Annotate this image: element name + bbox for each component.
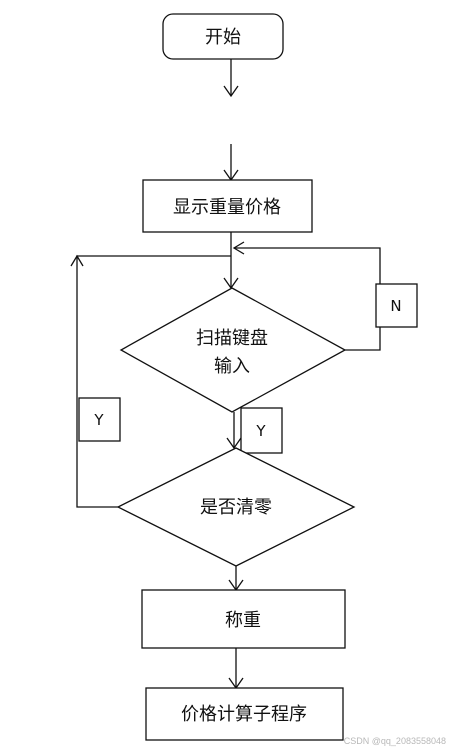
arrow-to-weigh — [228, 566, 244, 592]
is-zero-decision: 是否清零 — [116, 447, 356, 567]
is-zero-label: 是否清零 — [200, 497, 272, 518]
arrow-to-zero-check — [226, 412, 242, 450]
yes-loop-connector — [70, 254, 231, 508]
display-weight-price-label: 显示重量价格 — [173, 197, 281, 218]
label-y-scan-box: Y — [240, 407, 283, 454]
weigh-label: 称重 — [225, 610, 261, 631]
label-y-scan: Y — [255, 422, 266, 440]
start-node: 开始 — [162, 13, 284, 60]
weigh-node: 称重 — [141, 589, 346, 649]
arrow-to-scan — [223, 232, 239, 290]
price-calc-label: 价格计算子程序 — [181, 704, 307, 725]
label-y-zero: Y — [93, 411, 104, 429]
label-n-box: N — [375, 283, 418, 328]
label-n: N — [390, 297, 401, 315]
start-label: 开始 — [205, 27, 241, 48]
arrow-to-price-calc — [228, 648, 244, 690]
arrow-to-display — [223, 144, 239, 182]
display-weight-price-node: 显示重量价格 — [142, 179, 313, 233]
scan-keyboard-label-line1: 扫描键盘 — [196, 328, 268, 349]
label-y-zero-box: Y — [78, 397, 121, 442]
arrow-from-start — [223, 59, 239, 98]
scan-keyboard-decision: 扫描键盘 输入 — [119, 287, 347, 413]
price-calc-node: 价格计算子程序 — [145, 687, 344, 741]
watermark: CSDN @qq_2083558048 — [344, 736, 446, 746]
scan-keyboard-label-line2: 输入 — [214, 356, 250, 377]
